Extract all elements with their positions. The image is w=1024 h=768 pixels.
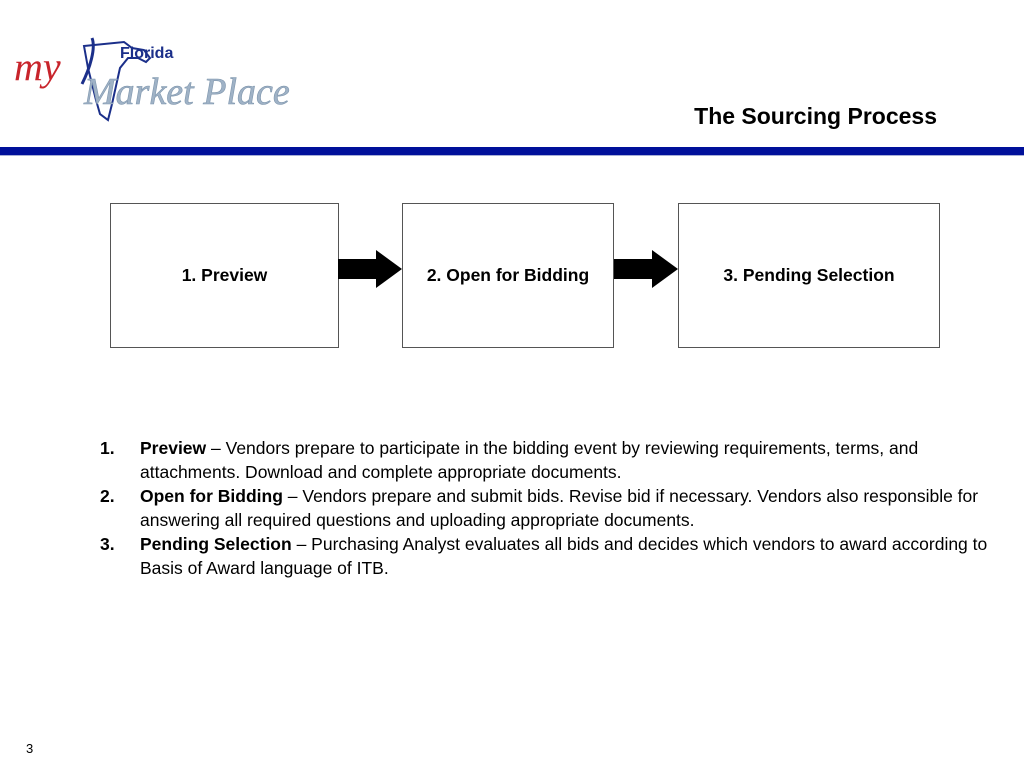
list-item-number: 1. xyxy=(100,438,115,458)
flow-step-open-for-bidding: 2. Open for Bidding xyxy=(402,203,614,348)
logo-marketplace-text: Market Place xyxy=(83,71,290,113)
list-item-body: Pending Selection – Purchasing Analyst e… xyxy=(140,532,1000,580)
flow-step-label: 3. Pending Selection xyxy=(723,265,895,285)
list-item-term: Pending Selection xyxy=(140,534,292,554)
list-item: 3. Pending Selection – Purchasing Analys… xyxy=(100,532,1000,580)
flow-step-label: 1. Preview xyxy=(181,265,268,285)
logo-my-text: my xyxy=(14,44,61,89)
florida-outline-logo-graphic: my Florida Market Place xyxy=(14,37,290,122)
step-descriptions-list: 1. Preview – Vendors prepare to particip… xyxy=(100,436,1000,580)
page-number: 3 xyxy=(26,741,34,756)
flow-step-pending-selection: 3. Pending Selection xyxy=(678,203,940,348)
myflorida-marketplace-logo: my Florida Market Place xyxy=(12,28,332,128)
slide-title: The Sourcing Process xyxy=(694,103,937,129)
list-item: 2. Open for Bidding – Vendors prepare an… xyxy=(100,484,1000,532)
list-item-number: 3. xyxy=(100,534,115,554)
list-item-text: – Vendors prepare to participate in the … xyxy=(140,438,919,482)
list-item-body: Preview – Vendors prepare to participate… xyxy=(140,436,1000,484)
right-arrow-icon xyxy=(338,250,402,288)
title-divider-shadow xyxy=(0,155,1024,156)
list-item-term: Open for Bidding xyxy=(140,486,283,506)
title-divider xyxy=(0,147,1024,155)
flow-step-label: 2. Open for Bidding xyxy=(426,265,590,285)
list-item-text: – Vendors prepare and submit bids. Revis… xyxy=(140,486,979,530)
right-arrow-icon xyxy=(614,250,678,288)
list-item-body: Open for Bidding – Vendors prepare and s… xyxy=(140,484,1000,532)
flow-step-preview: 1. Preview xyxy=(110,203,339,348)
list-item-term: Preview xyxy=(140,438,207,458)
logo-florida-text: Florida xyxy=(120,45,173,62)
list-item-number: 2. xyxy=(100,486,115,506)
list-item-text: – Purchasing Analyst evaluates all bids … xyxy=(140,534,988,578)
list-item: 1. Preview – Vendors prepare to particip… xyxy=(100,436,1000,484)
